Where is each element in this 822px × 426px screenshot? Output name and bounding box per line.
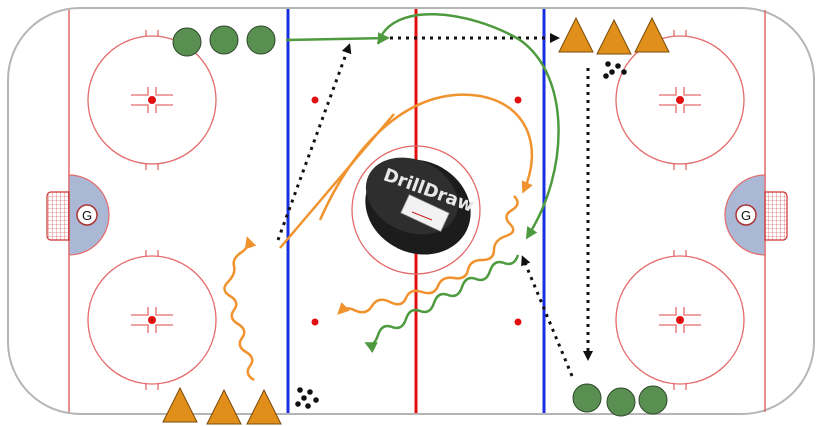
green-player-group-bottom <box>573 384 667 416</box>
faceoff-dot-icon <box>148 316 156 324</box>
green-player-icon <box>210 26 238 54</box>
faceoff-dot-icon <box>515 97 522 104</box>
orange-cone-group-bottom <box>163 388 281 424</box>
faceoff-dot-icon <box>515 319 522 326</box>
faceoff-dot-icon <box>148 96 156 104</box>
green-player-icon <box>173 28 201 56</box>
green-player-icon <box>573 384 601 412</box>
green-player-icon <box>607 388 635 416</box>
orange-cone-group-top <box>559 18 669 54</box>
faceoff-dot-icon <box>312 97 319 104</box>
green-player-group-top <box>173 26 275 56</box>
green-player-icon <box>639 386 667 414</box>
goalie-right-label: G <box>741 208 751 223</box>
green-player-icon <box>247 26 275 54</box>
faceoff-dot-icon <box>676 316 684 324</box>
faceoff-dot-icon <box>312 319 319 326</box>
faceoff-dot-icon <box>676 96 684 104</box>
goalie-left-label: G <box>82 208 92 223</box>
